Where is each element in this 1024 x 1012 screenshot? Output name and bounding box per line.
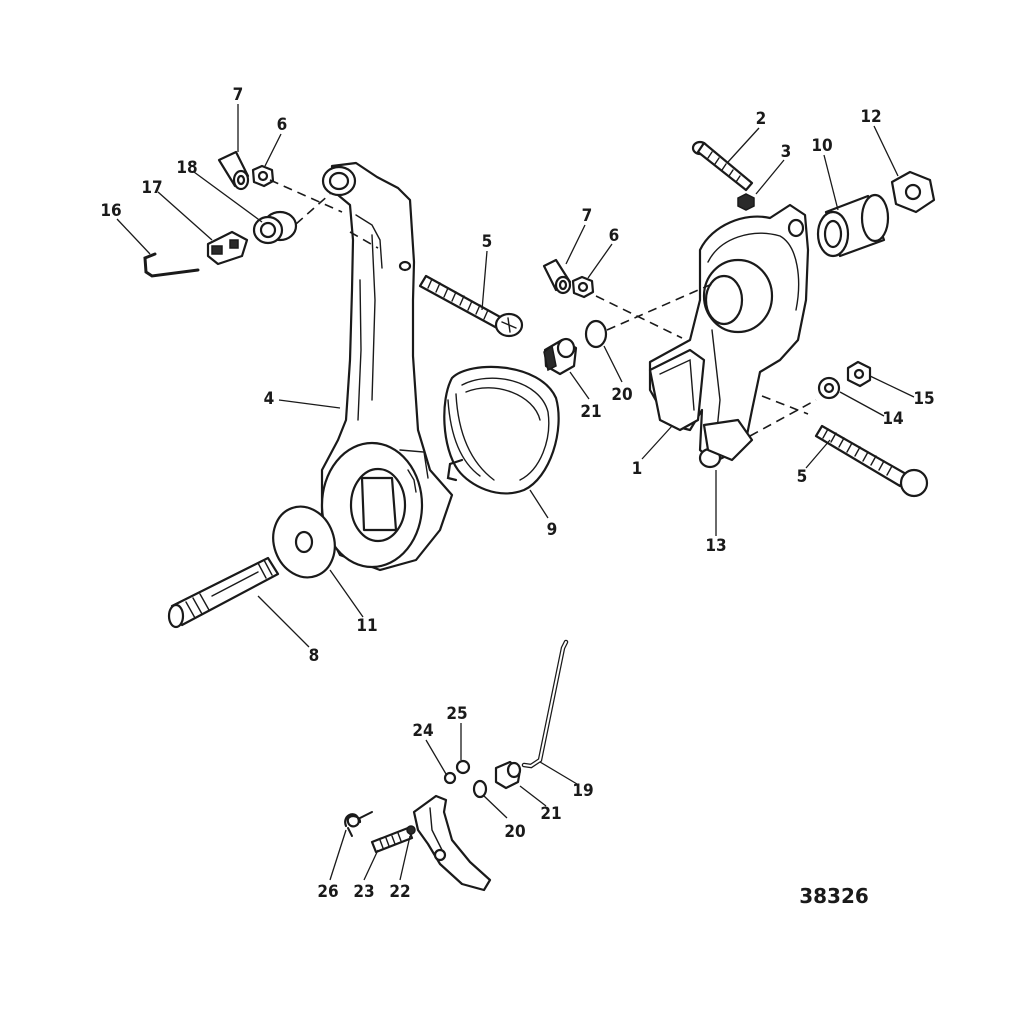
callout-1: 1	[632, 459, 643, 479]
callout-10: 10	[811, 136, 832, 156]
callout-23: 23	[353, 882, 374, 902]
part-8-shaft	[167, 556, 280, 629]
callout-20: 20	[611, 385, 632, 405]
alignment-line	[269, 179, 343, 213]
alignment-line	[606, 283, 713, 331]
alignment-line	[749, 399, 817, 437]
part-6-hex-nut-left	[251, 164, 275, 188]
part-11-washer	[272, 505, 336, 579]
part-16-pin	[143, 252, 200, 278]
callout-12: 12	[860, 107, 881, 127]
drawing-number: 38326	[799, 884, 869, 908]
callout-7: 7	[233, 85, 244, 105]
leader-lines	[116, 104, 915, 881]
callout-20: 20	[504, 822, 525, 842]
callout-9: 9	[547, 520, 558, 540]
part-4-lever-arm	[320, 161, 454, 572]
part-26-spring	[344, 811, 373, 837]
callout-25: 25	[446, 704, 467, 724]
callout-5: 5	[482, 232, 493, 252]
alignment-line	[761, 395, 809, 415]
part-9-spring	[443, 365, 560, 495]
callout-4: 4	[264, 389, 275, 409]
part-3-nut	[737, 193, 755, 211]
part-12-hex-nut	[890, 170, 936, 214]
part-20-ring-lower	[472, 779, 488, 799]
part-23-pin	[370, 825, 416, 854]
part-20-ring-upper	[584, 319, 608, 349]
part-25-nut	[455, 759, 471, 775]
part-7-sleeve-left	[217, 150, 250, 191]
alignment-line	[349, 231, 379, 249]
part-17-clip	[206, 230, 249, 266]
part-7-sleeve-right	[542, 258, 572, 295]
callout-15: 15	[913, 389, 934, 409]
part-22-lever	[412, 794, 492, 892]
callout-24: 24	[412, 721, 433, 741]
part-6-hex-nut-right	[571, 275, 595, 299]
part-21-ball-joint-lower	[494, 760, 522, 790]
callout-2: 2	[756, 109, 767, 129]
callout-21: 21	[580, 402, 601, 422]
alignment-line	[595, 295, 683, 339]
callout-8: 8	[309, 646, 320, 666]
part-15-nut	[846, 360, 872, 388]
callout-16: 16	[100, 201, 121, 221]
callout-14: 14	[882, 409, 903, 429]
part-5-bolt-left	[418, 274, 524, 338]
callout-22: 22	[389, 882, 410, 902]
part-5-bolt-right	[814, 424, 929, 498]
callout-7: 7	[582, 206, 593, 226]
callout-13: 13	[705, 536, 726, 556]
callout-26: 26	[317, 882, 338, 902]
part-10-bushing	[816, 193, 890, 258]
part-18-bushing	[252, 210, 298, 245]
callout-11: 11	[356, 616, 377, 636]
callout-3: 3	[781, 142, 792, 162]
part-24-nut	[443, 771, 457, 785]
callout-6: 6	[609, 226, 620, 246]
part-21-ball-joint-upper	[543, 337, 578, 376]
callout-labels: 7 6 18 17 16 5 4 9 11 8 7 6 21 20 2 3 10…	[100, 85, 934, 902]
callout-19: 19	[572, 781, 593, 801]
alignment-line	[295, 193, 331, 225]
callout-17: 17	[141, 178, 162, 198]
callout-5: 5	[797, 467, 808, 487]
part-1-housing	[648, 203, 810, 469]
callout-21: 21	[540, 804, 561, 824]
callout-6: 6	[277, 115, 288, 135]
callout-18: 18	[176, 158, 197, 178]
part-2-screw	[691, 140, 754, 192]
part-14-washer	[817, 376, 841, 400]
